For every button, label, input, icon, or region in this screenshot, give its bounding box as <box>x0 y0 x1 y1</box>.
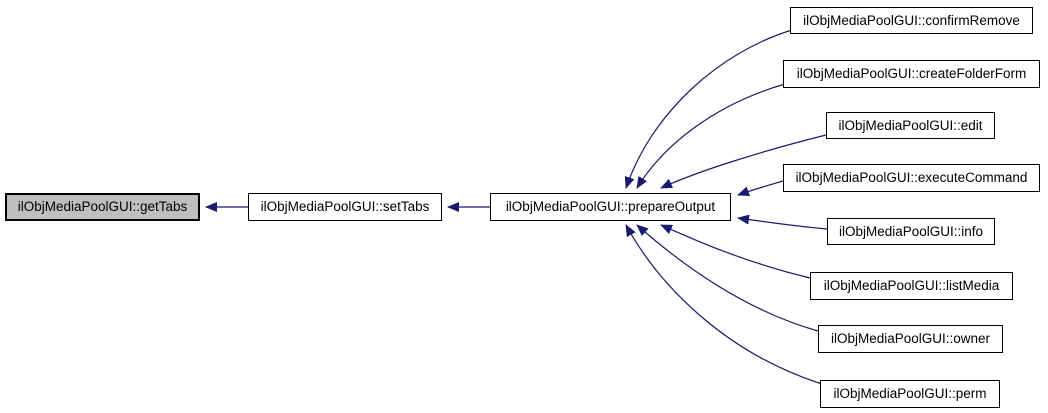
edge-owner-to-prepareOutput <box>636 224 819 332</box>
node-setTabs[interactable]: ilObjMediaPoolGUI::setTabs <box>248 193 442 221</box>
edge-perm-to-prepareOutput <box>625 224 823 385</box>
edge-confirmRemove-to-prepareOutput <box>624 29 793 189</box>
node-edit[interactable]: ilObjMediaPoolGUI::edit <box>826 112 995 139</box>
node-createFolderForm[interactable]: ilObjMediaPoolGUI::createFolderForm <box>783 60 1040 88</box>
edge-info-to-prepareOutput <box>737 214 828 230</box>
node-prepareOutput[interactable]: ilObjMediaPoolGUI::prepareOutput <box>490 193 731 221</box>
node-owner[interactable]: ilObjMediaPoolGUI::owner <box>818 325 1003 353</box>
node-listMedia[interactable]: ilObjMediaPoolGUI::listMedia <box>810 272 1013 300</box>
node-executeCommand[interactable]: ilObjMediaPoolGUI::executeCommand <box>783 164 1040 192</box>
node-getTabs: ilObjMediaPoolGUI::getTabs <box>5 193 200 221</box>
edge-listMedia-to-prepareOutput <box>660 224 811 279</box>
edge-createFolderForm-to-prepareOutput <box>636 83 786 189</box>
node-info[interactable]: ilObjMediaPoolGUI::info <box>827 218 995 245</box>
node-confirmRemove[interactable]: ilObjMediaPoolGUI::confirmRemove <box>790 7 1033 34</box>
edge-executeCommand-to-prepareOutput <box>737 180 784 197</box>
node-perm[interactable]: ilObjMediaPoolGUI::perm <box>820 380 1000 408</box>
